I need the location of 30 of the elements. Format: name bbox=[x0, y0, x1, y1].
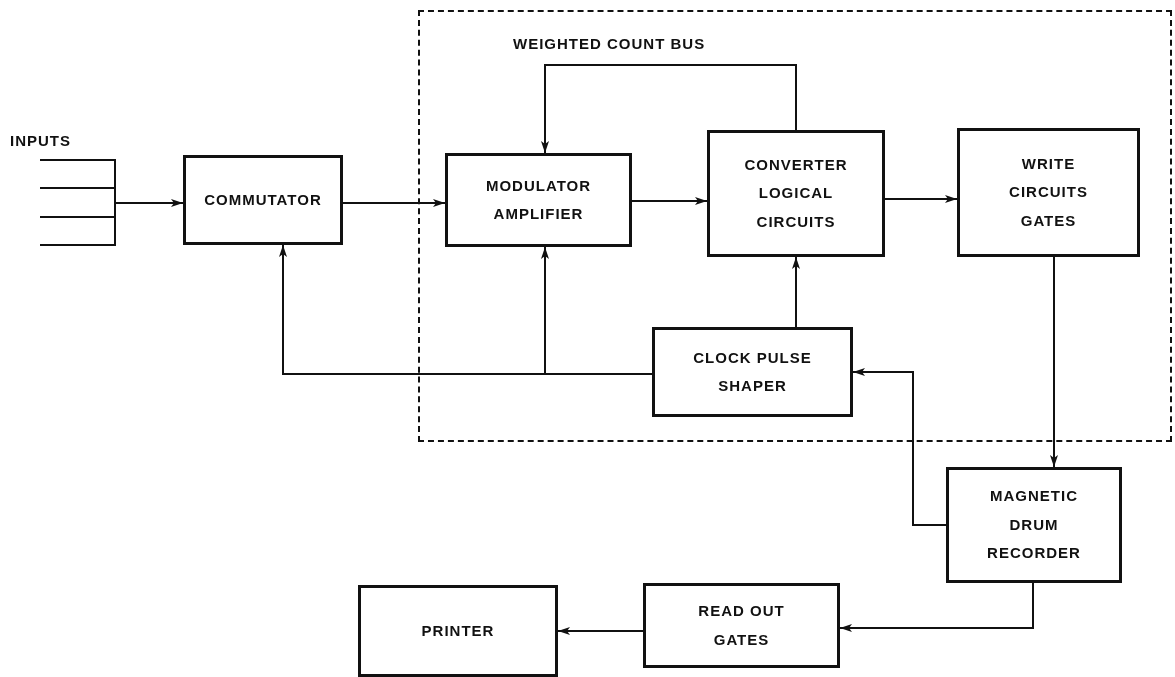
box-label: CLOCK PULSE SHAPER bbox=[692, 347, 813, 396]
arrow bbox=[1050, 256, 1058, 468]
arrow bbox=[884, 195, 958, 203]
edge-label: WEIGHTED COUNT BUS bbox=[513, 35, 706, 52]
arrow bbox=[541, 246, 653, 375]
box-label: MODULATOR AMPLIFIER bbox=[484, 175, 593, 224]
arrow bbox=[114, 199, 184, 207]
process-box bbox=[652, 327, 853, 417]
box-label: PRINTER bbox=[420, 620, 496, 641]
process-box bbox=[957, 128, 1140, 257]
box-label: CONVERTER LOGICAL CIRCUITS bbox=[743, 154, 849, 232]
box-label: WRITE CIRCUITS GATES bbox=[1008, 153, 1089, 231]
dashed-boundary bbox=[418, 10, 1172, 442]
process-box bbox=[183, 155, 343, 245]
arrow bbox=[342, 199, 446, 207]
arrow bbox=[541, 64, 797, 154]
process-box bbox=[707, 130, 885, 257]
arrow bbox=[792, 256, 800, 328]
arrow bbox=[839, 582, 1034, 632]
process-box bbox=[445, 153, 632, 247]
process-box bbox=[358, 585, 558, 677]
arrow bbox=[852, 368, 947, 526]
process-box bbox=[643, 583, 840, 668]
process-box bbox=[946, 467, 1122, 583]
input-label: INPUTS bbox=[10, 132, 71, 149]
box-label: MAGNETIC DRUM RECORDER bbox=[986, 486, 1082, 564]
arrow bbox=[631, 197, 708, 205]
box-label: COMMUTATOR bbox=[203, 189, 323, 210]
box-label: READ OUT GATES bbox=[697, 601, 786, 650]
arrow bbox=[557, 627, 644, 635]
